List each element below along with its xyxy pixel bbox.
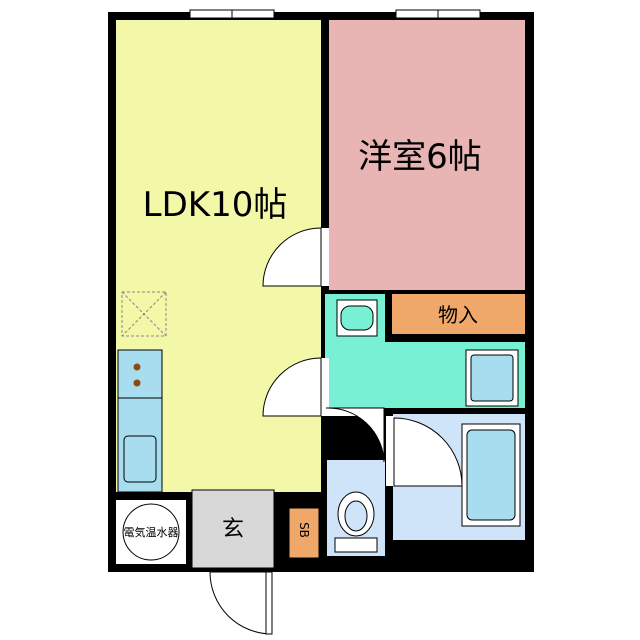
entrance-label: 玄 [222,517,244,542]
shoe-box [288,507,320,559]
stove-burner-icon [133,363,141,371]
door-swing-western [262,227,322,287]
ldk-label: LDK10帖 [143,185,288,225]
western-room [329,20,525,290]
wash-basin-bowl [340,305,374,331]
water-heater-icon [122,503,180,561]
storage-label: 物入 [438,303,478,327]
door-swing-entrance [209,571,273,635]
door-swing-hall [262,357,322,417]
toilet-tank-icon [334,537,378,553]
entrance-door-panel [265,571,273,635]
entrance-area [192,490,274,568]
storage-closet [392,294,525,334]
toilet-seat-icon [344,500,368,532]
entrance-arrow-icon [276,554,284,562]
door-gap-ldk-hall [321,358,329,416]
door-swing-toilet [325,407,385,463]
stove-burner-icon [133,379,141,387]
kitchen-sink-icon [123,435,157,483]
bathtub-basin [466,429,516,521]
washing-machine-icon [470,354,514,402]
water-heater-label: 電気温水器 [124,525,179,539]
refrigerator-space [121,291,167,337]
entrance-arrow-icon [276,508,284,516]
western-room-label: 洋室6帖 [358,137,482,177]
entrance-inner-border [191,489,275,569]
door-gap-ldk-western [321,228,329,286]
shoe-box-label: SB [297,522,311,538]
door-gap-bath [386,416,394,486]
refrigerator-x2 [121,291,167,337]
